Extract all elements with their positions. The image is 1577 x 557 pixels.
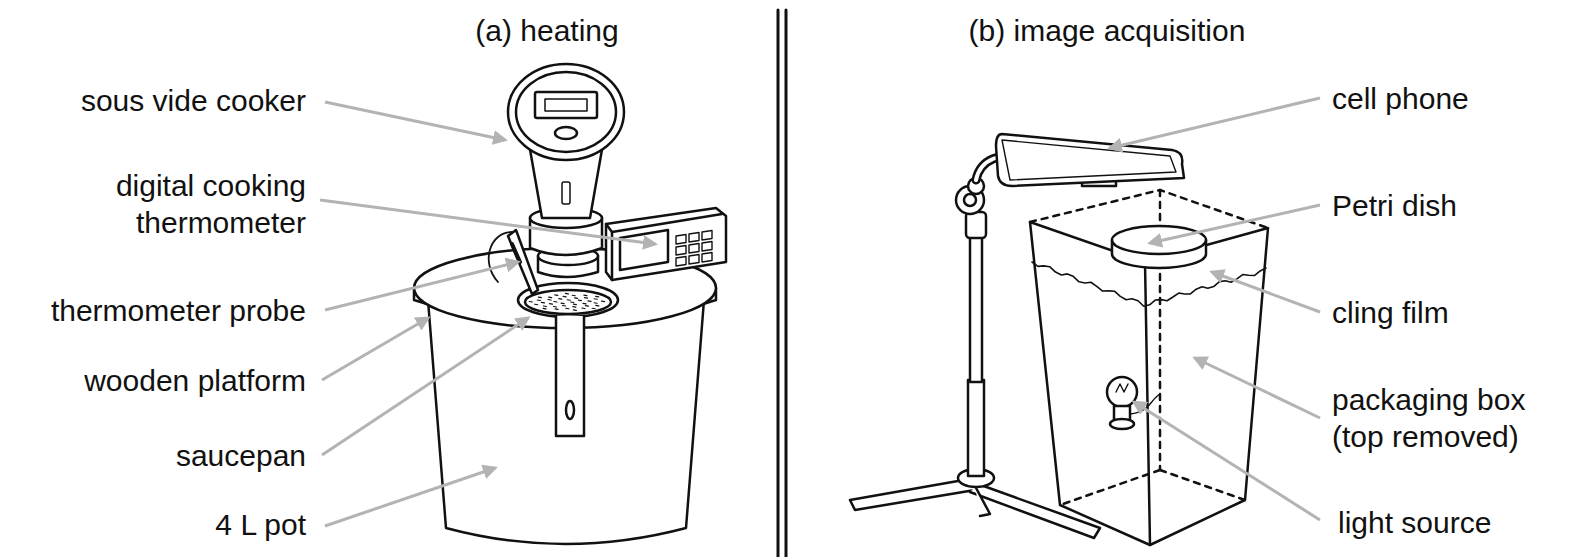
cell-phone (996, 134, 1184, 186)
panel-heading: (b) image acquisition (969, 12, 1246, 49)
divider-line (777, 10, 780, 557)
leader-line (322, 318, 528, 455)
saucepan (518, 283, 618, 436)
part-label: 4 L pot (215, 506, 306, 543)
leader-line (325, 468, 495, 526)
leader-line (1110, 98, 1320, 148)
leader-lines (320, 98, 1320, 526)
panel-heading: (a) heating (475, 12, 618, 49)
part-label: light source (1338, 504, 1491, 541)
divider-line (785, 10, 788, 557)
leader-line (1134, 402, 1320, 520)
leader-line (325, 262, 518, 310)
part-label: saucepan (176, 437, 306, 474)
part-label: sous vide cooker (81, 82, 306, 119)
packaging-box (1030, 190, 1268, 545)
part-label: wooden platform (84, 362, 306, 399)
pot (428, 300, 704, 544)
part-label: Petri dish (1332, 187, 1457, 224)
leader-line (320, 200, 655, 244)
part-label: cling film (1332, 294, 1449, 331)
leader-line (1195, 358, 1320, 418)
part-label: packaging box (top removed) (1332, 381, 1568, 455)
digital-thermometer (606, 208, 726, 280)
part-label: digital cooking thermometer (6, 167, 306, 241)
part-label: cell phone (1332, 80, 1469, 117)
leader-line (322, 318, 428, 380)
leader-line (1212, 272, 1320, 312)
leader-line (1150, 205, 1320, 243)
leader-line (325, 102, 505, 140)
part-label: thermometer probe (51, 292, 306, 329)
